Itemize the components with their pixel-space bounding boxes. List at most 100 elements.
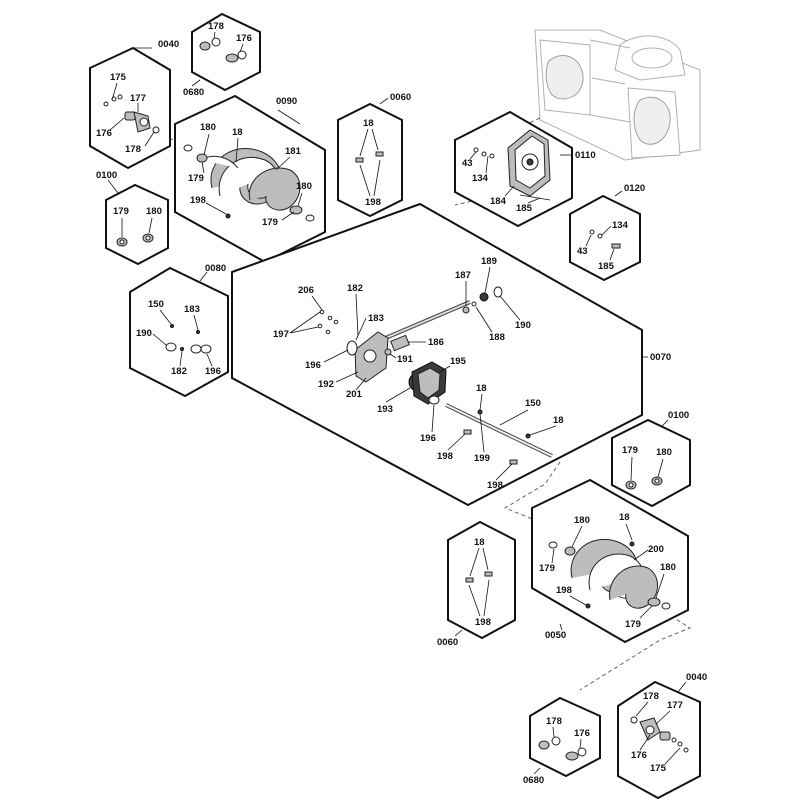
part-label: 43 bbox=[577, 246, 588, 257]
part-label: 179 bbox=[262, 217, 278, 228]
part-label: 188 bbox=[489, 332, 505, 343]
part-label: 189 bbox=[481, 256, 497, 267]
part-label: 18 bbox=[553, 415, 564, 426]
bearing-plate-part bbox=[473, 129, 551, 201]
part-label: 190 bbox=[515, 320, 531, 331]
part-label: 179 bbox=[625, 619, 641, 630]
group-0120: 0120 134 43 185 bbox=[569, 183, 645, 282]
group-label: 0040 bbox=[158, 39, 179, 50]
part-label: 18 bbox=[619, 512, 630, 523]
part-label: 177 bbox=[130, 93, 146, 104]
part-label: 179 bbox=[113, 206, 129, 217]
part-label: 178 bbox=[125, 144, 141, 155]
part-label: 198 bbox=[556, 585, 572, 596]
group-label: 0050 bbox=[545, 630, 566, 641]
part-label: 179 bbox=[539, 563, 555, 574]
group-label: 0100 bbox=[96, 170, 117, 181]
part-label: 43 bbox=[462, 158, 473, 169]
part-label: 179 bbox=[188, 173, 204, 184]
part-label: 196 bbox=[205, 366, 221, 377]
part-label: 176 bbox=[574, 728, 590, 739]
group-label: 0070 bbox=[650, 352, 671, 363]
group-label: 0120 bbox=[624, 183, 645, 194]
part-label: 134 bbox=[612, 220, 629, 231]
part-label: 178 bbox=[643, 691, 659, 702]
group-label: 0680 bbox=[183, 87, 204, 98]
bearing-housing-part bbox=[103, 94, 160, 134]
part-label: 18 bbox=[232, 127, 243, 138]
part-label: 134 bbox=[472, 173, 489, 184]
group-label: 0080 bbox=[205, 263, 226, 274]
part-label: 176 bbox=[96, 128, 112, 139]
part-label: 196 bbox=[420, 433, 436, 444]
part-label: 206 bbox=[298, 285, 314, 296]
part-label: 181 bbox=[285, 146, 302, 157]
part-label: 198 bbox=[487, 480, 503, 491]
gearbox-part bbox=[317, 286, 553, 465]
group-label: 0110 bbox=[575, 150, 596, 161]
part-label: 180 bbox=[200, 122, 216, 133]
part-label: 195 bbox=[450, 356, 467, 367]
part-label: 198 bbox=[437, 451, 453, 462]
group-0080: 0080 150 183 190 182 196 bbox=[129, 263, 229, 398]
group-label: 0060 bbox=[437, 637, 458, 648]
part-label: 18 bbox=[474, 537, 485, 548]
part-label: 180 bbox=[656, 447, 672, 458]
part-label: 180 bbox=[296, 181, 312, 192]
group-label: 0040 bbox=[686, 672, 707, 683]
part-label: 175 bbox=[650, 763, 667, 774]
group-0060-top: 0060 18 198 bbox=[337, 92, 411, 218]
part-label: 183 bbox=[184, 304, 200, 315]
part-label: 200 bbox=[648, 544, 664, 555]
part-label: 150 bbox=[148, 299, 164, 310]
group-0050-auger: 0050 180 18 200 179 180 198 179 bbox=[531, 478, 689, 644]
part-label: 187 bbox=[455, 270, 471, 281]
part-label: 193 bbox=[377, 404, 393, 415]
part-label: 183 bbox=[368, 313, 384, 324]
group-0100-left: 0100 179 180 bbox=[96, 170, 169, 266]
group-label: 0090 bbox=[276, 96, 297, 107]
part-label: 18 bbox=[363, 118, 374, 129]
part-label: 196 bbox=[305, 360, 321, 371]
part-label: 175 bbox=[110, 72, 127, 83]
part-label: 186 bbox=[428, 337, 444, 348]
group-0070-gearbox: 0070 bbox=[231, 202, 671, 507]
part-label: 190 bbox=[136, 328, 152, 339]
part-label: 177 bbox=[667, 700, 683, 711]
group-0100-right: 0100 179 180 bbox=[611, 410, 691, 508]
group-label: 0060 bbox=[390, 92, 411, 103]
group-label: 0100 bbox=[668, 410, 689, 421]
part-label: 180 bbox=[574, 515, 590, 526]
auger-spiral-part bbox=[548, 538, 671, 610]
part-label: 18 bbox=[476, 383, 487, 394]
part-label: 182 bbox=[347, 283, 363, 294]
part-label: 184 bbox=[490, 196, 507, 207]
group-0040-bottom: 0040 178 177 176 175 bbox=[617, 672, 707, 800]
part-label: 178 bbox=[546, 716, 562, 727]
part-label: 197 bbox=[273, 329, 289, 340]
part-label: 176 bbox=[236, 33, 252, 44]
part-label: 198 bbox=[190, 195, 206, 206]
group-0680-bottom: 0680 178 176 bbox=[523, 696, 601, 786]
group-label: 0680 bbox=[523, 775, 544, 786]
part-label: 199 bbox=[474, 453, 490, 464]
group-0110: 0110 43 134 184 185 bbox=[454, 110, 596, 228]
part-label: 180 bbox=[660, 562, 676, 573]
snowblower-housing-illustration bbox=[534, 29, 701, 161]
part-label: 185 bbox=[598, 261, 615, 272]
part-label: 185 bbox=[516, 203, 533, 214]
group-0090-auger: 0090 180 18 181 179 180 198 179 bbox=[174, 94, 326, 264]
bearing-housing-part bbox=[630, 716, 689, 753]
group-0060-bottom: 0060 18 198 bbox=[437, 520, 516, 648]
part-label: 192 bbox=[318, 379, 334, 390]
part-label: 191 bbox=[397, 354, 414, 365]
part-label: 198 bbox=[365, 197, 381, 208]
group-0040-top: 0040 175 177 176 178 bbox=[89, 39, 179, 170]
part-label: 178 bbox=[208, 21, 224, 32]
part-label: 201 bbox=[346, 389, 363, 400]
part-label: 198 bbox=[475, 617, 491, 628]
auger-spiral-part bbox=[183, 144, 315, 222]
part-label: 180 bbox=[146, 206, 162, 217]
part-label: 179 bbox=[622, 445, 638, 456]
